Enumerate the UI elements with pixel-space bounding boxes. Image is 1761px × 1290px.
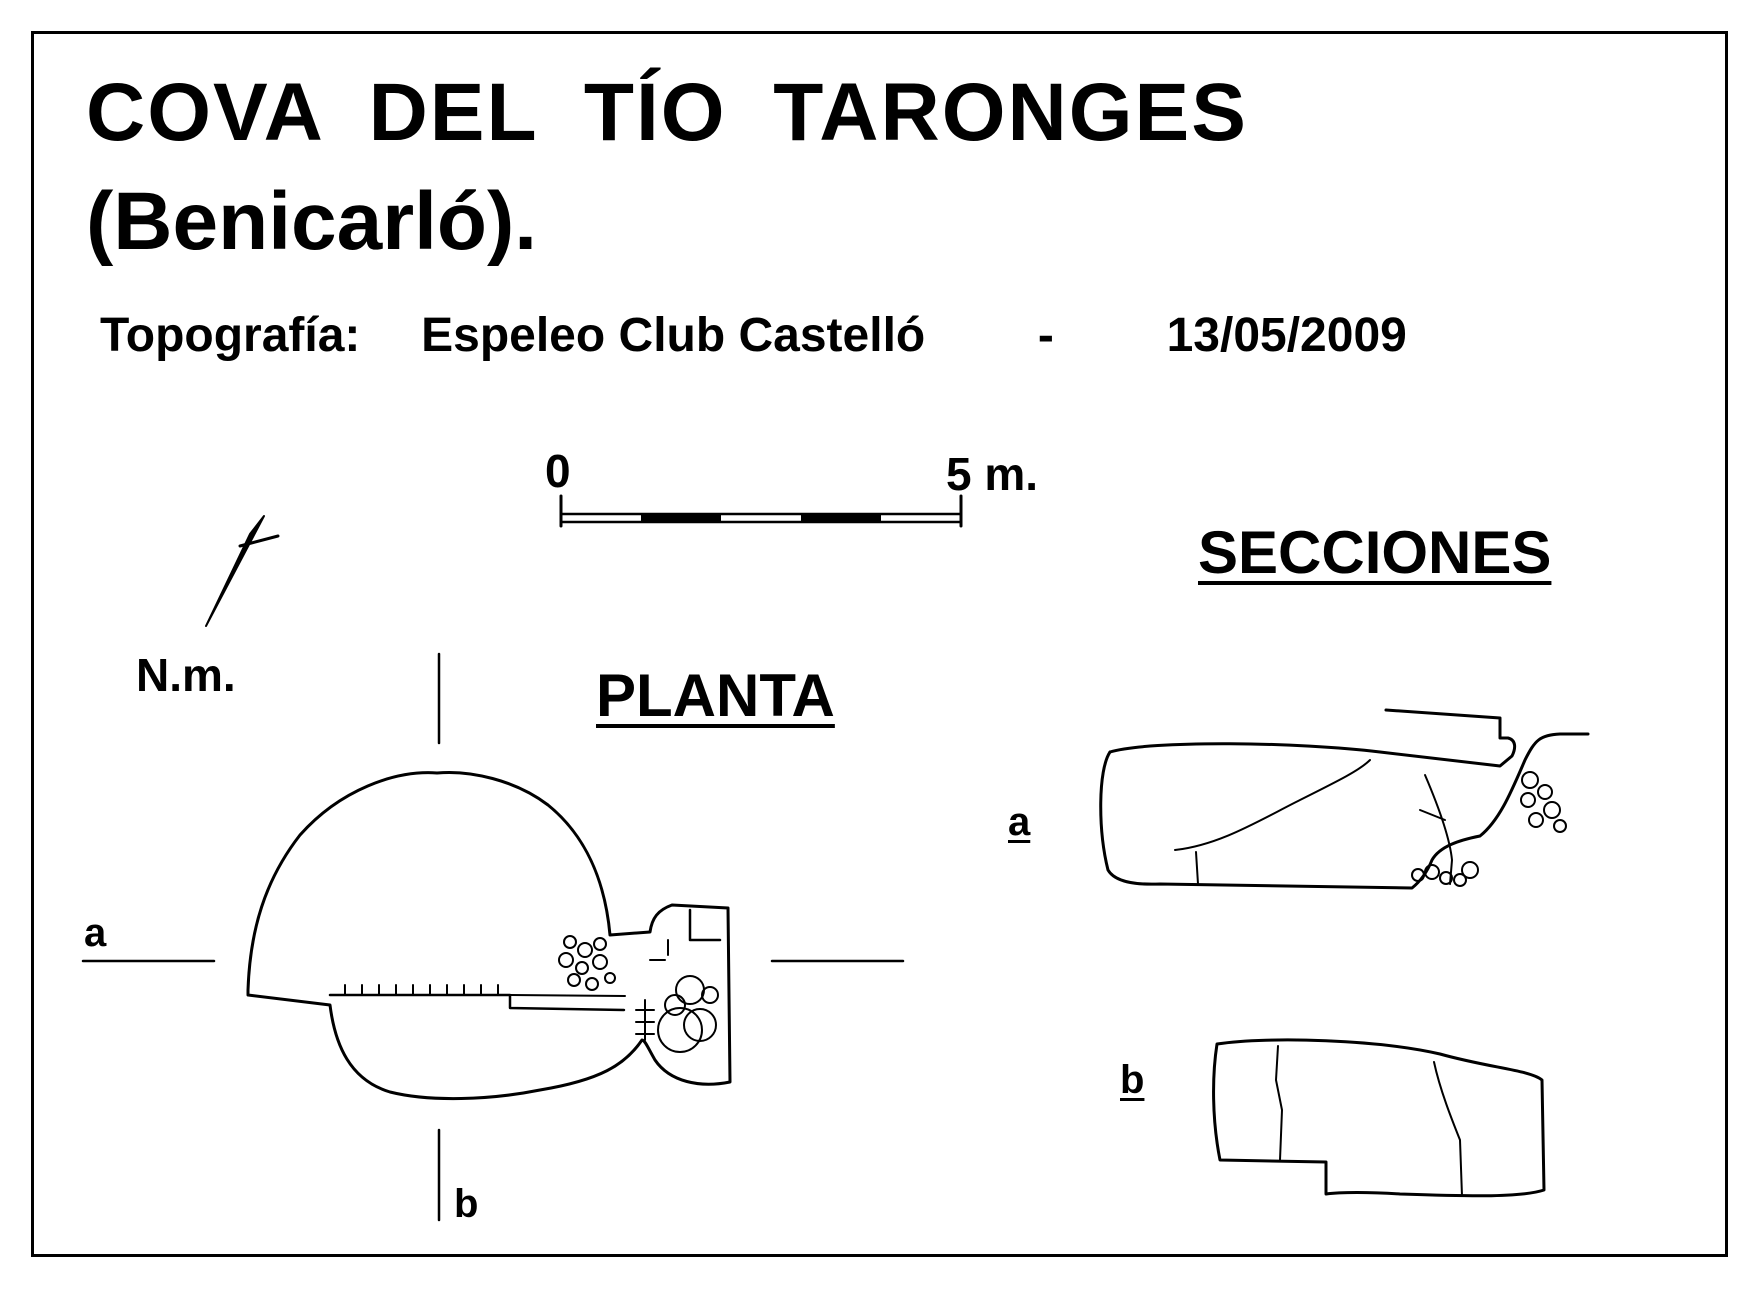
credits-date: 13/05/2009 [1166, 309, 1407, 362]
cave-section-b [1214, 1040, 1544, 1196]
scale-start-label: 0 [545, 445, 571, 497]
north-label: N.m. [136, 649, 236, 701]
credits-label: Topografía: [100, 309, 361, 362]
scale-end-label: 5 m. [946, 448, 1039, 500]
cave-section-a [1101, 710, 1588, 888]
credits-author: Espeleo Club Castelló [421, 309, 926, 362]
section-b-label: b [1120, 1058, 1145, 1102]
north-arrow-icon [206, 516, 278, 626]
credits-separator: - [1037, 309, 1054, 362]
plan-section-b-label: b [454, 1182, 479, 1226]
sections-heading: SECCIONES [1198, 519, 1552, 586]
section-a-label: a [1008, 800, 1031, 844]
plan-section-a-label: a [84, 911, 107, 955]
cave-plan [248, 772, 730, 1098]
map-title: COVA DEL TÍO TARONGES [86, 67, 1248, 158]
survey-credits: Topografía: Espeleo Club Castelló - 13/0… [100, 312, 1407, 360]
scale-bar [561, 496, 961, 526]
plan-heading: PLANTA [596, 662, 835, 729]
section-cut-lines [83, 654, 903, 1220]
map-frame [31, 31, 1728, 1257]
map-subtitle: (Benicarló). [86, 176, 538, 267]
